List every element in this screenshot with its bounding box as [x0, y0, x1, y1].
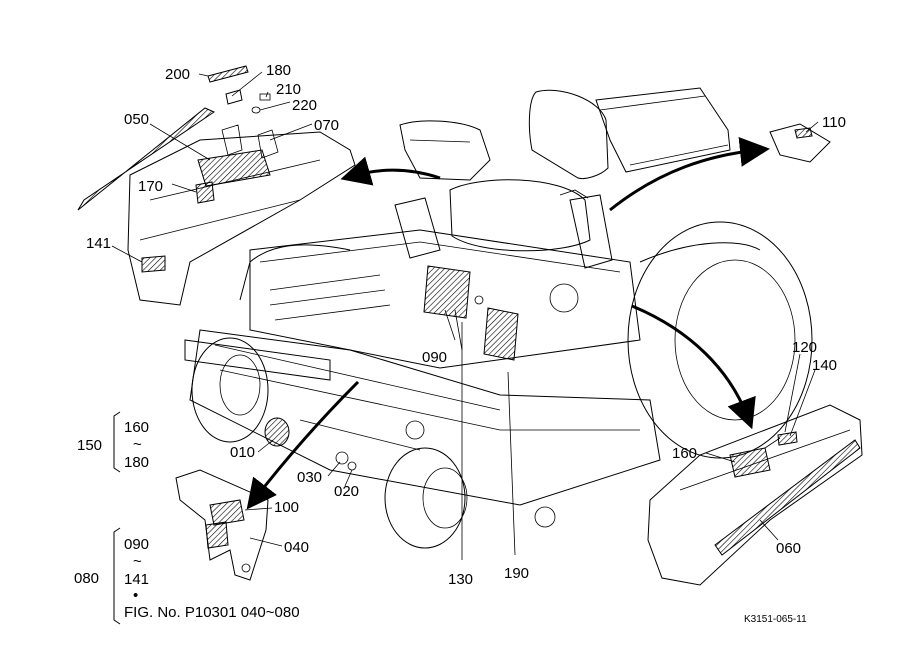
part-110-group [769, 123, 831, 163]
part-010-shape [264, 417, 290, 447]
fig-reference: FIG. No. P10301 040~080 [124, 604, 300, 621]
label-060: 060 [776, 540, 801, 557]
group-080: 080 090 ~ 141 • FIG. No. P10301 040~080 [74, 527, 300, 625]
label-010: 010 [230, 444, 255, 461]
group-080-label: 080 [74, 570, 99, 587]
label-120: 120 [792, 339, 817, 356]
label-030: 030 [297, 469, 322, 486]
label-180: 180 [266, 62, 291, 79]
arrow-to-right-fender [631, 304, 756, 430]
label-140: 140 [812, 357, 837, 374]
label-130: 130 [448, 571, 473, 588]
label-210: 210 [276, 81, 301, 98]
arrow-to-part-110 [609, 136, 770, 212]
group-080-top: 090 [124, 536, 149, 553]
front-bracket-group [175, 469, 269, 581]
part-020-shape [347, 461, 357, 471]
right-fender-assembly [647, 404, 863, 586]
group-150: 150 160 ~ 180 [77, 411, 149, 473]
label-070: 070 [314, 117, 339, 134]
group-150-bottom: 180 [124, 454, 149, 471]
label-050: 050 [124, 111, 149, 128]
label-200: 200 [165, 66, 190, 83]
group-150-tilde: ~ [133, 436, 142, 453]
group-080-tilde: ~ [133, 553, 142, 570]
arrow-to-left-fender [340, 156, 441, 186]
label-090: 090 [422, 349, 447, 366]
label-020: 020 [334, 483, 359, 500]
label-040: 040 [284, 539, 309, 556]
part-030-shape [335, 451, 349, 465]
label-100: 100 [274, 499, 299, 516]
mower-body [184, 87, 813, 560]
label-220: 220 [292, 97, 317, 114]
drawing-code: K3151-065-11 [744, 614, 807, 625]
label-141: 141 [86, 235, 111, 252]
label-170: 170 [138, 178, 163, 195]
arrow-to-front-bracket [246, 380, 360, 510]
label-110: 110 [822, 114, 846, 131]
label-160: 160 [672, 445, 697, 462]
left-fender-assembly [77, 65, 356, 306]
label-190: 190 [504, 565, 529, 582]
group-150-label: 150 [77, 437, 102, 454]
group-080-bottom: 141 [124, 571, 149, 588]
leader-lines [111, 71, 819, 547]
group-080-dot: • [133, 587, 138, 604]
group-150-top: 160 [124, 419, 149, 436]
